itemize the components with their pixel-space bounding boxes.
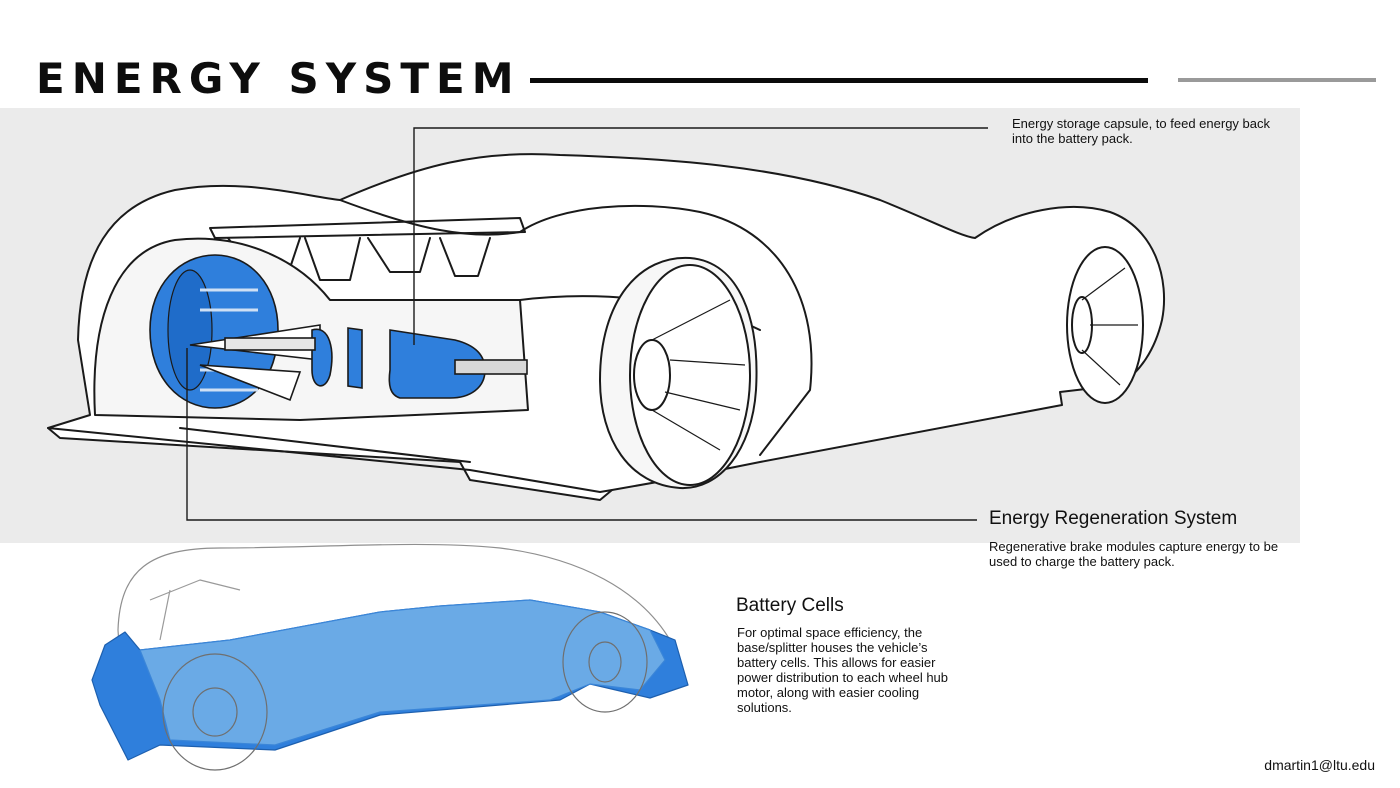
title-rule-gray (1178, 78, 1376, 82)
side-fender-line (519, 204, 813, 456)
storage-leader-line (413, 127, 988, 345)
storage-capsule (388, 329, 486, 399)
roof-line (339, 199, 521, 236)
regen-components (149, 254, 528, 409)
storage-capsule-callout: Energy storage capsule, to feed energy b… (1012, 116, 1270, 146)
battery-base-light (139, 599, 666, 746)
front-wheel (598, 256, 758, 490)
page-title: ENERGY SYSTEM (36, 54, 521, 103)
splitter-outline (47, 427, 613, 493)
battery-cells-description: For optimal space efficiency, the base/s… (737, 625, 949, 715)
battery-cells-heading: Battery Cells (736, 595, 844, 616)
rear-wing (209, 217, 526, 239)
title-rule-black (530, 78, 1148, 83)
battery-car-wheels (162, 611, 648, 771)
regen-description: Regenerative brake modules capture energ… (989, 539, 1279, 569)
leader-lines (186, 127, 988, 521)
battery-car-drawing (91, 543, 689, 771)
rear-far-wheel (1066, 246, 1144, 404)
regen-leader-line (186, 348, 977, 521)
regen-heading: Energy Regeneration System (989, 508, 1238, 529)
contact-email: dmartin1@ltu.edu (1264, 757, 1375, 773)
